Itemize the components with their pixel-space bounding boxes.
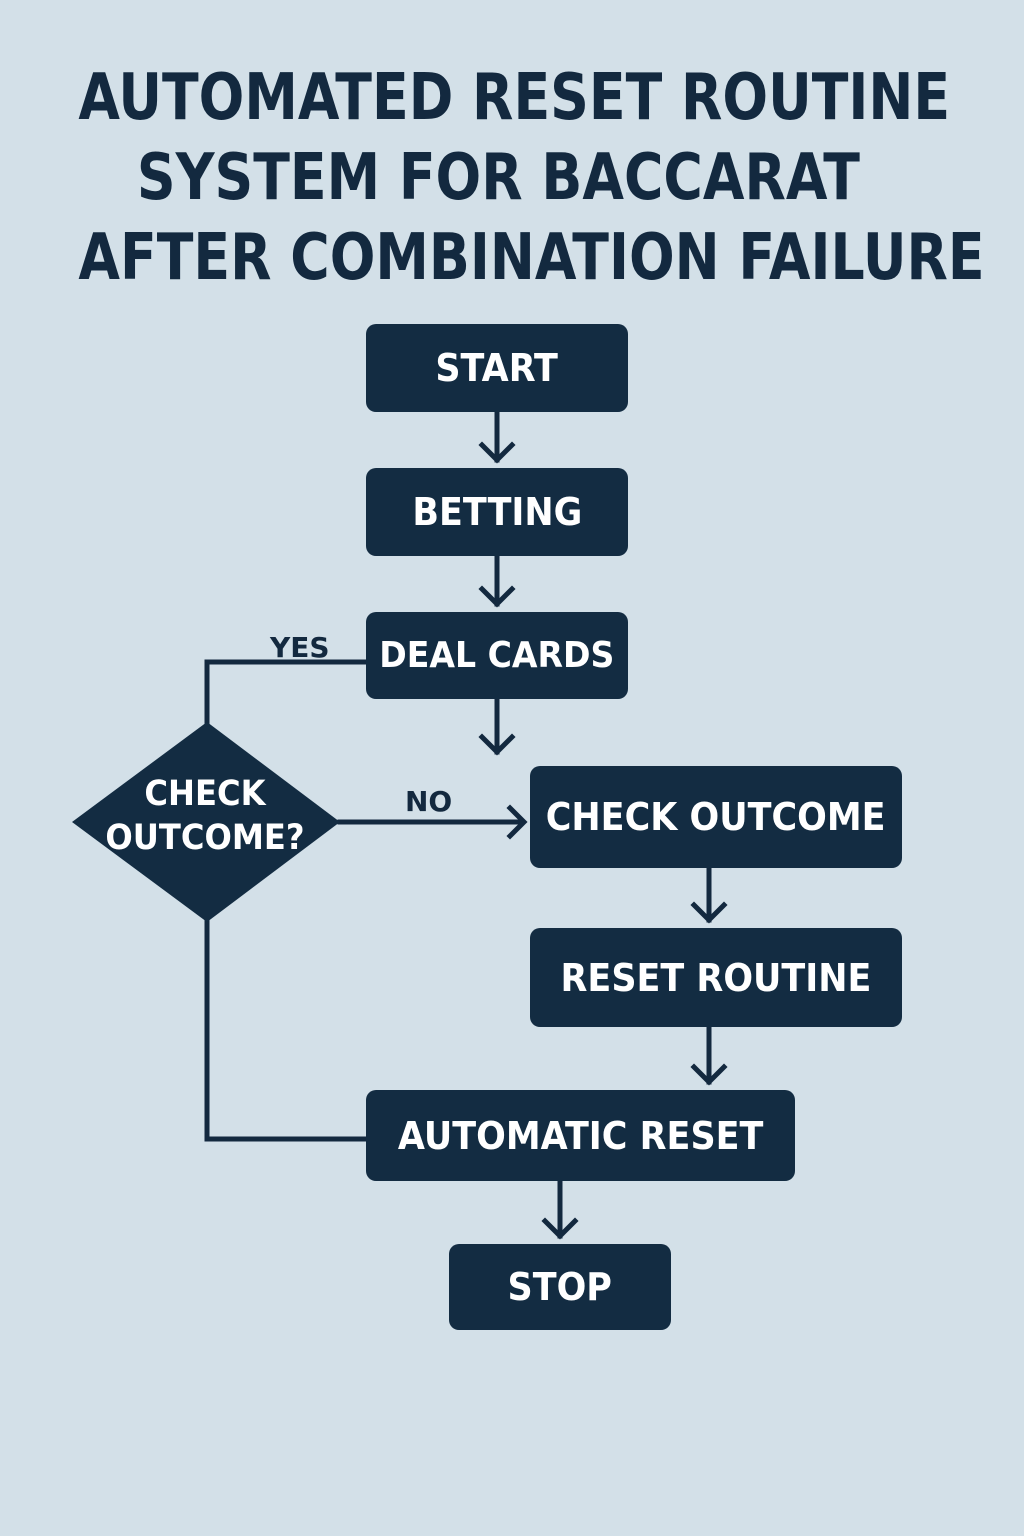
diagram-title: AUTOMATED RESET ROUTINE SYSTEM FOR BACCA…: [78, 58, 985, 298]
betting-label: BETTING: [412, 490, 582, 534]
title-line-2: SYSTEM FOR BACCARAT: [136, 141, 860, 215]
arrowhead-deal: [478, 585, 516, 608]
decision-label-line-1: CHECK: [144, 774, 266, 814]
arrowhead-stop: [541, 1217, 579, 1240]
arrowhead-check-outcome: [506, 804, 528, 840]
no-edge-label: NO: [405, 785, 453, 818]
arrowhead-automatic-reset: [690, 1063, 728, 1086]
decision-label-line-2: OUTCOME?: [105, 818, 305, 858]
arrowhead-deal-down: [478, 733, 516, 756]
decision-label: CHECK OUTCOME?: [90, 772, 320, 860]
reset-routine-label: RESET ROUTINE: [560, 955, 872, 1000]
connector-diamond-auto: [204, 919, 370, 1142]
deal-cards-node: DEAL CARDS: [366, 612, 628, 699]
start-label: START: [435, 346, 559, 390]
yes-edge-label: YES: [270, 631, 330, 664]
deal-cards-label: DEAL CARDS: [379, 635, 615, 676]
check-outcome-label: CHECK OUTCOME: [546, 795, 886, 839]
start-node: START: [366, 324, 628, 412]
stop-node: STOP: [449, 1244, 671, 1330]
check-outcome-node: CHECK OUTCOME: [530, 766, 902, 868]
arrowhead-reset-routine: [690, 901, 728, 924]
betting-node: BETTING: [366, 468, 628, 556]
stop-label: STOP: [507, 1265, 613, 1309]
title-line-1: AUTOMATED RESET ROUTINE: [78, 61, 951, 135]
automatic-reset-node: AUTOMATIC RESET: [366, 1090, 795, 1181]
reset-routine-node: RESET ROUTINE: [530, 928, 902, 1027]
decision-diamond: [72, 722, 340, 922]
automatic-reset-label: AUTOMATIC RESET: [397, 1113, 764, 1158]
arrowhead-betting: [478, 441, 516, 464]
title-line-3: AFTER COMBINATION FAILURE: [78, 221, 985, 295]
connector-yes-loop: [204, 659, 370, 725]
